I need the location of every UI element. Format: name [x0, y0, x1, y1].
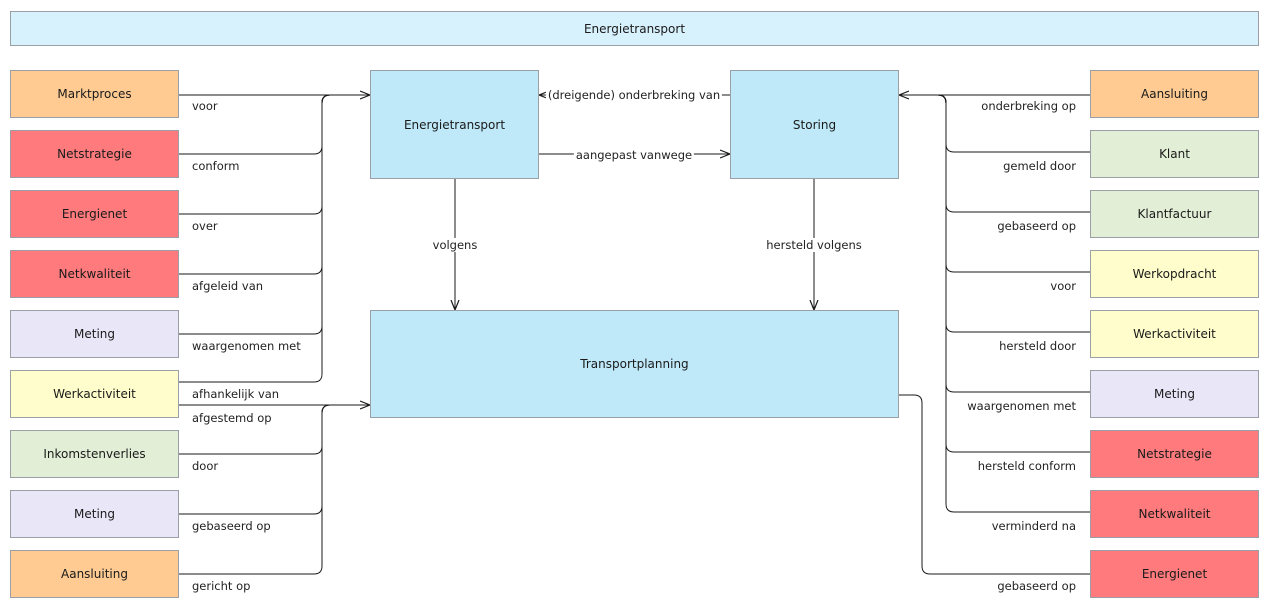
relation-label: voor [192, 99, 218, 113]
entity-aansluiting[interactable]: Aansluiting [1090, 70, 1259, 118]
connector-right [937, 94, 1090, 273]
relation-label: hersteld door [999, 339, 1076, 353]
entity-aansluiting[interactable]: Aansluiting [10, 550, 179, 598]
entity-label: Netkwaliteit [1138, 507, 1211, 521]
node-energietransport-label: Energietransport [403, 117, 506, 132]
relation-label: afhankelijk van [192, 387, 280, 401]
relation-label: gemeld door [1003, 159, 1076, 173]
entity-label: Energienet [1141, 567, 1208, 581]
page-title: Energietransport [10, 11, 1259, 46]
entity-netstrategie[interactable]: Netstrategie [10, 130, 179, 178]
entity-energienet[interactable]: Energienet [10, 190, 179, 238]
entity-netkwaliteit[interactable]: Netkwaliteit [1090, 490, 1259, 538]
connector-left [179, 94, 331, 383]
relation-label: afgestemd op [192, 411, 272, 425]
relation-dreigende-onderbreking: (dreigende) onderbreking van [545, 88, 723, 102]
relation-label: onderbreking op [981, 99, 1076, 113]
entity-label: Meting [74, 507, 115, 521]
entity-meting[interactable]: Meting [1090, 370, 1259, 418]
entity-label: Aansluiting [1141, 87, 1208, 101]
relation-label: gebaseerd op [997, 219, 1076, 233]
entity-marktproces[interactable]: Marktproces [10, 70, 179, 118]
entity-label: Netstrategie [1137, 447, 1212, 461]
node-storing[interactable]: Storing [730, 70, 899, 179]
entity-klantfactuur[interactable]: Klantfactuur [1090, 190, 1259, 238]
relation-label: door [192, 459, 219, 473]
relation-label: waargenomen met [192, 339, 301, 353]
entity-netstrategie[interactable]: Netstrategie [1090, 430, 1259, 478]
entity-werkopdracht[interactable]: Werkopdracht [1090, 250, 1259, 298]
node-storing-label: Storing [792, 117, 837, 132]
relation-label: afgeleid van [192, 279, 264, 293]
relation-label: over [192, 219, 218, 233]
connector-right [899, 394, 1090, 575]
entity-label: Netkwaliteit [58, 267, 131, 281]
entity-werkactiviteit[interactable]: Werkactiviteit [1090, 310, 1259, 358]
entity-meting[interactable]: Meting [10, 490, 179, 538]
entity-meting[interactable]: Meting [10, 310, 179, 358]
relation-label: verminderd na [991, 519, 1076, 533]
connector-right [937, 94, 1090, 333]
entity-label: Klantfactuur [1137, 207, 1212, 221]
relation-label: conform [192, 159, 240, 173]
page-title-text: Energietransport [583, 21, 686, 36]
entity-label: Aansluiting [61, 567, 128, 581]
entity-label: Marktproces [57, 87, 132, 101]
node-transportplanning[interactable]: Transportplanning [370, 310, 899, 418]
relation-aangepast-vanwege: aangepast vanwege [573, 148, 695, 162]
relation-label: gebaseerd op [997, 579, 1076, 593]
relation-label: voor [1050, 279, 1076, 293]
entity-klant[interactable]: Klant [1090, 130, 1259, 178]
entity-netkwaliteit[interactable]: Netkwaliteit [10, 250, 179, 298]
connector-left [179, 94, 331, 275]
entity-inkomstenverlies[interactable]: Inkomstenverlies [10, 430, 179, 478]
connector-right [937, 94, 1090, 513]
node-transportplanning-label: Transportplanning [580, 357, 689, 371]
relation-label: gericht op [192, 579, 251, 593]
entity-label: Werkopdracht [1132, 267, 1217, 281]
relation-hersteld-volgens: hersteld volgens [764, 238, 864, 252]
relation-label: gebaseerd op [192, 519, 271, 533]
entity-werkactiviteit[interactable]: Werkactiviteit [10, 370, 179, 418]
entity-label: Energienet [61, 207, 128, 221]
relation-label: waargenomen met [967, 399, 1076, 413]
entity-label: Inkomstenverlies [43, 447, 146, 461]
entity-label: Meting [74, 327, 115, 341]
relation-volgens: volgens [430, 238, 480, 252]
entity-label: Werkactiviteit [1133, 327, 1216, 341]
node-energietransport[interactable]: Energietransport [370, 70, 539, 179]
entity-label: Netstrategie [57, 147, 132, 161]
entity-energienet[interactable]: Energienet [1090, 550, 1259, 598]
entity-label: Klant [1159, 147, 1190, 161]
entity-label: Meting [1154, 387, 1195, 401]
relation-label: hersteld conform [977, 459, 1076, 473]
entity-label: Werkactiviteit [53, 387, 136, 401]
connector-left [179, 404, 331, 575]
